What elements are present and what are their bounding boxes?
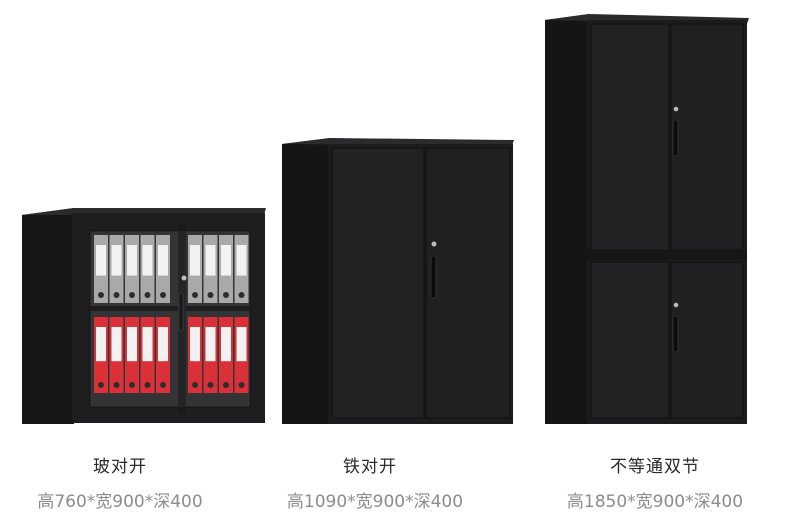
product-spec-1: 高760*宽900*深400	[37, 492, 203, 512]
product-name-2: 铁对开	[343, 457, 397, 477]
product-name-3: 不等通双节	[610, 457, 700, 477]
product-spec-3: 高1850*宽900*深400	[566, 492, 744, 512]
product-name-1: 玻对开	[93, 457, 147, 477]
iron-double-door-cabinet-image	[282, 138, 514, 424]
two-section-unequal-cabinet-image	[545, 14, 749, 424]
product-spec-2: 高1090*宽900*深400	[286, 492, 464, 512]
glass-double-door-cabinet-image	[22, 208, 266, 424]
